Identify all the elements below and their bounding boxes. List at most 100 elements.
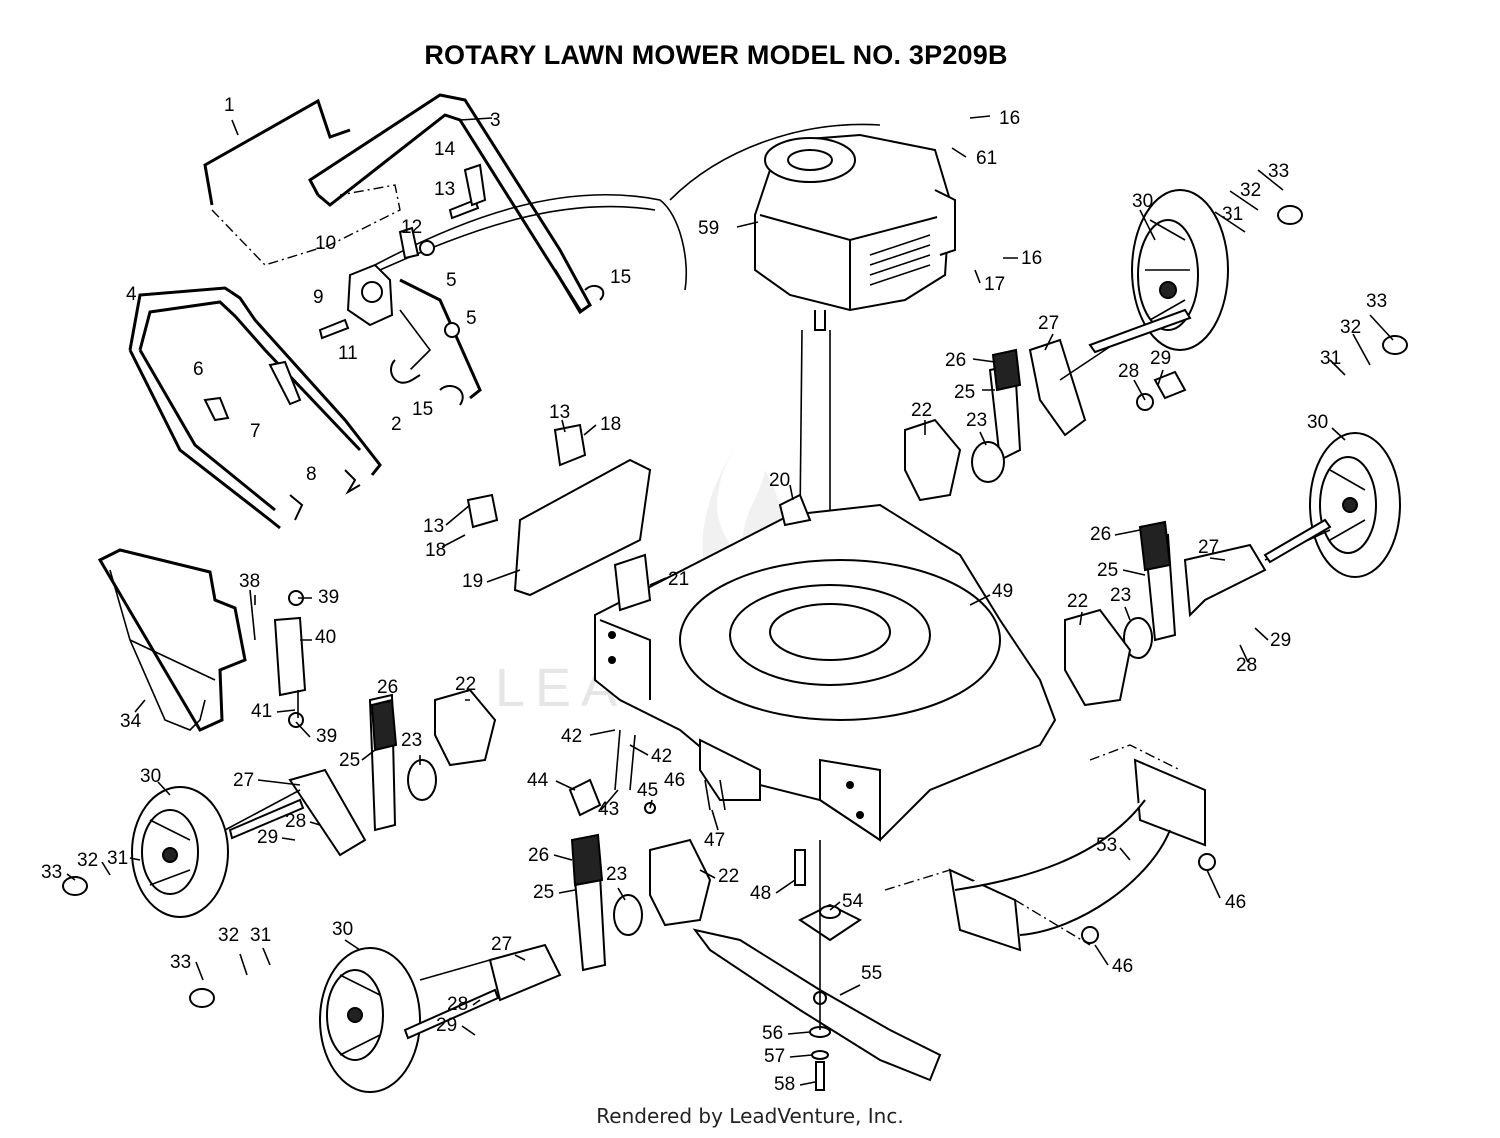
callout-3: 3 [490, 110, 501, 131]
callout-48: 48 [750, 883, 771, 904]
callout-13b: 13 [549, 402, 570, 423]
callout-29c: 29 [257, 827, 278, 848]
callout-21: 21 [668, 569, 689, 590]
callout-61: 61 [976, 148, 997, 169]
callout-17: 17 [984, 274, 1005, 295]
callout-31b: 31 [1320, 348, 1341, 369]
callout-28d: 28 [447, 994, 468, 1015]
callout-26d: 26 [528, 845, 549, 866]
callout-18: 18 [600, 414, 621, 435]
callout-32b: 32 [1340, 317, 1361, 338]
callout-30d: 30 [332, 919, 353, 940]
engine [754, 133, 956, 331]
callout-28c: 28 [285, 811, 306, 832]
wheel-front-bottom [319, 947, 421, 1093]
discharge-chute [884, 744, 1206, 952]
callout-12: 12 [401, 217, 422, 238]
callout-43: 43 [598, 799, 619, 820]
callout-15b: 15 [412, 399, 433, 420]
callout-10: 10 [315, 233, 336, 254]
callout-8: 8 [306, 464, 317, 485]
wheel-caps-and-axles [62, 205, 1408, 1040]
lower-handle [128, 286, 382, 530]
callout-47: 47 [704, 830, 725, 851]
callout-11: 11 [338, 343, 358, 364]
callout-1: 1 [224, 95, 235, 116]
callout-4: 4 [126, 284, 137, 305]
callout-49: 49 [992, 581, 1013, 602]
mower-deck [594, 503, 1057, 842]
callout-27b: 27 [1198, 537, 1219, 558]
footer-credit: Rendered by LeadVenture, Inc. [596, 1104, 904, 1128]
callout-57: 57 [764, 1046, 785, 1067]
height-adjuster-front-bottom [419, 833, 712, 1002]
callout-46c: 46 [1112, 956, 1133, 977]
callout-6: 6 [193, 359, 204, 380]
callout-34: 34 [120, 711, 142, 732]
callout-27c: 27 [233, 770, 254, 791]
callout-25: 25 [954, 382, 975, 403]
callout-23c: 23 [401, 730, 422, 751]
height-adjuster-rear-right [904, 338, 1187, 502]
hardware-small [289, 163, 605, 521]
callout-33b: 33 [1366, 291, 1387, 312]
callout-55: 55 [861, 963, 882, 984]
callout-25d: 25 [533, 882, 554, 903]
callout-40: 40 [315, 627, 336, 648]
upper-handle [211, 93, 592, 400]
callout-13: 13 [434, 179, 455, 200]
callout-19: 19 [462, 571, 483, 592]
rear-baffle [466, 423, 812, 612]
callout-25c: 25 [339, 750, 360, 771]
callout-29b: 29 [1270, 630, 1291, 651]
callout-58: 58 [774, 1074, 795, 1095]
callout-31: 31 [1222, 204, 1243, 225]
callout-15: 15 [610, 267, 631, 288]
callout-30b: 30 [1307, 412, 1328, 433]
control-cable [374, 123, 881, 381]
callout-27d: 27 [491, 934, 512, 955]
callout-39: 39 [318, 587, 339, 608]
callout-28b: 28 [1236, 655, 1257, 676]
callout-44: 44 [527, 770, 549, 791]
callout-23d: 23 [606, 864, 627, 885]
callout-32c: 32 [77, 850, 98, 871]
grass-bag-frame [97, 548, 247, 732]
callout-23b: 23 [1110, 585, 1131, 606]
callout-16: 16 [999, 108, 1020, 129]
callout-56: 56 [762, 1023, 783, 1044]
wheel-front-left [131, 786, 229, 918]
callout-30c: 30 [140, 766, 161, 787]
callout-13c: 13 [423, 516, 444, 537]
blade [692, 928, 942, 1082]
callout-26: 26 [945, 350, 966, 371]
upper-handle-wire [203, 98, 351, 206]
callout-54: 54 [842, 891, 864, 912]
callout-9: 9 [313, 287, 324, 308]
callout-25b: 25 [1097, 560, 1118, 581]
callout-33: 33 [1268, 161, 1289, 182]
callout-7: 7 [250, 421, 261, 442]
callout-39b: 39 [316, 726, 337, 747]
callout-14: 14 [434, 139, 456, 160]
callout-59: 59 [698, 218, 719, 239]
callout-26b: 26 [1090, 524, 1111, 545]
bag-hardware [249, 589, 307, 728]
callout-41: 41 [251, 701, 272, 722]
diagram-title: ROTARY LAWN MOWER MODEL NO. 3P209B [424, 40, 1008, 70]
callout-labels: 1 3 14 13 12 10 5 9 11 5 15 4 6 7 2 15 8… [41, 95, 1387, 1095]
callout-5b: 5 [466, 308, 477, 329]
callout-33c: 33 [41, 862, 62, 883]
callout-46b: 46 [1225, 892, 1246, 913]
callout-46: 46 [664, 770, 685, 791]
callout-2: 2 [391, 414, 402, 435]
callout-42: 42 [561, 726, 582, 747]
callout-53: 53 [1096, 835, 1117, 856]
callout-38: 38 [239, 571, 260, 592]
callout-30: 30 [1132, 191, 1153, 212]
callout-16b: 16 [1021, 248, 1042, 269]
callout-29: 29 [1150, 348, 1171, 369]
callout-22: 22 [911, 400, 932, 421]
